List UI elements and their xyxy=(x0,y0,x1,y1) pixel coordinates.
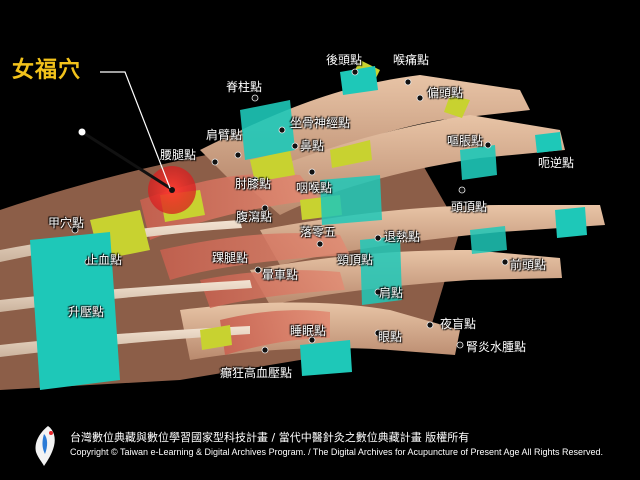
point-label-houtong: 喉痛點 xyxy=(393,53,430,67)
point-label-bi: 鼻點 xyxy=(300,139,325,153)
point-label-diankuang: 癲狂高血壓點 xyxy=(220,366,293,380)
point-label-houtou: 後頭點 xyxy=(326,53,363,67)
point-label-eni: 呃逆點 xyxy=(538,156,575,170)
point-label-jizhu: 脊柱點 xyxy=(226,80,263,94)
footer-credit-zh: 台灣數位典藏與數位學習國家型科技計畫 / 當代中醫針灸之數位典藏計畫 版權所有 xyxy=(70,431,470,444)
point-label-shenyan: 腎炎水腫點 xyxy=(466,340,527,354)
point-label-piantou: 偏頭點 xyxy=(427,86,464,100)
point-label-shuimian: 睡眠點 xyxy=(290,324,327,338)
point-label-zuogu: 坐骨神經點 xyxy=(290,116,351,130)
point-label-luozhen: 落零五 xyxy=(300,225,337,239)
footer-credit-en: Copyright © Taiwan e-Learning & Digital … xyxy=(70,447,604,457)
point-label-shengya: 升壓點 xyxy=(68,305,105,319)
point-label-jingding: 頸頂點 xyxy=(337,253,374,267)
point-label-outuo: 嘔脹點 xyxy=(447,134,484,148)
point-label-yanhou: 咽喉點 xyxy=(296,181,333,195)
point-label-jian: 肩點 xyxy=(379,286,404,300)
point-label-huaizhong: 踝腿點 xyxy=(212,251,249,265)
footer xyxy=(0,418,640,480)
point-label-yaotui: 腰腿點 xyxy=(160,148,197,162)
point-label-fuxie: 腹瀉點 xyxy=(236,210,273,224)
taiwan-island-icon xyxy=(35,426,55,466)
point-label-yunche: 暈車點 xyxy=(262,268,299,282)
point-label-touding: 頭頂點 xyxy=(451,200,488,214)
point-label-yan: 眼點 xyxy=(378,330,403,344)
point-label-tuire: 退熱點 xyxy=(384,230,421,244)
point-label-yemang: 夜盲點 xyxy=(440,317,477,331)
point-label-zhouxi: 肘膝點 xyxy=(235,177,272,191)
point-label-jianbi: 肩臂點 xyxy=(206,128,243,142)
point-label-jiawan: 甲穴點 xyxy=(48,216,85,230)
point-label-zhixue: 止血點 xyxy=(86,253,123,267)
point-label-qiantou: 前頭點 xyxy=(510,258,547,272)
highlighted-point-title: 女福穴 xyxy=(12,58,82,83)
